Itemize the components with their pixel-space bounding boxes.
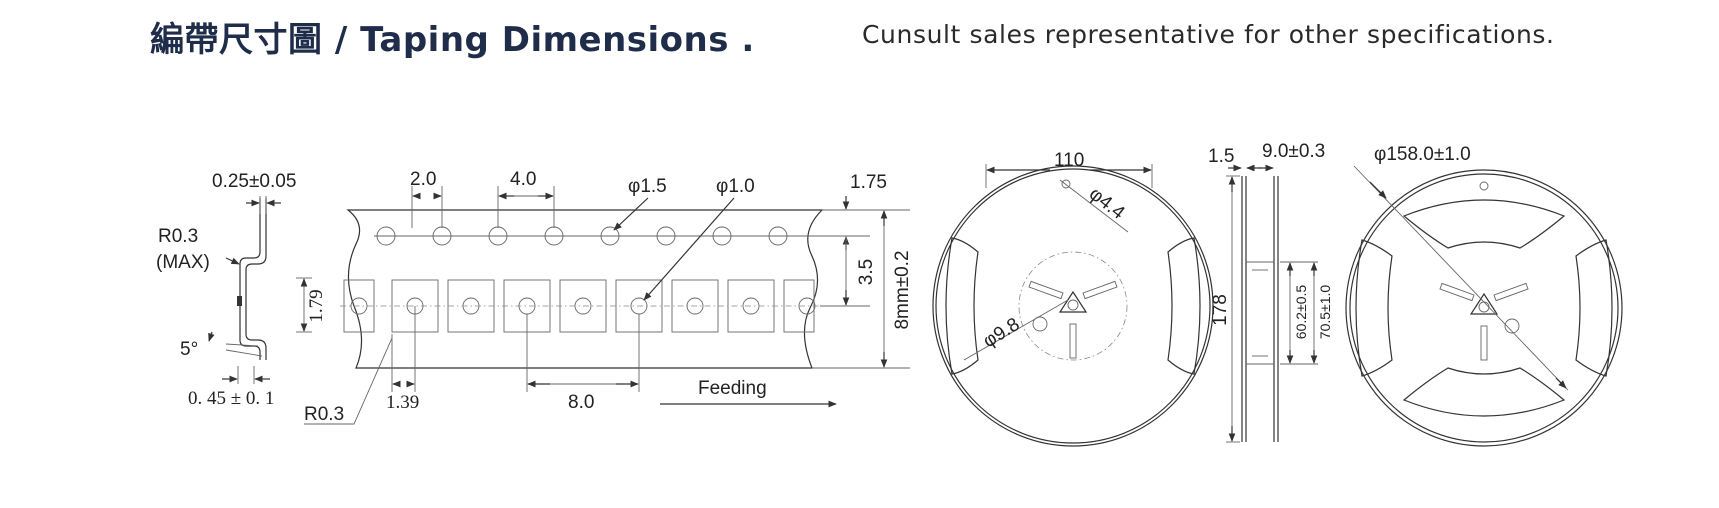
tape-pocket-width-label: 1.39 xyxy=(386,392,419,413)
tape-pocket-hole-label: φ1.0 xyxy=(716,176,755,197)
tape-corner-radius-label: R0.3 xyxy=(304,404,344,425)
reel-side-inner-width-label: 9.0±0.3 xyxy=(1262,141,1325,162)
terminal-angle-label: 5° xyxy=(180,339,198,360)
reel-front-hub-hole-label: φ9.8 xyxy=(980,314,1024,352)
tape-width-label: 8mm±0.2 xyxy=(892,250,913,329)
reel-side-height-label: 178 xyxy=(1210,294,1231,326)
tape-hole-diameter-label: φ1.5 xyxy=(628,176,667,197)
terminal-profile: 0.25±0.05 R0.3 (MAX) 1.79 5° 0. 45 ± 0. … xyxy=(156,171,327,409)
tape-hole-to-pocket-label: 2.0 xyxy=(410,169,436,190)
reel-front-small-hole-label: φ4.4 xyxy=(1085,183,1129,224)
carrier-tape: 2.0 4.0 φ1.5 φ1.0 1.75 3.5 8mm±0.2 R0.3 xyxy=(304,169,913,425)
tape-edge-to-hole-label: 1.75 xyxy=(850,172,887,193)
terminal-bend-radius-max-label: (MAX) xyxy=(156,252,210,273)
reel-side-flange-label: 1.5 xyxy=(1208,146,1234,167)
reel-side-hub-inner-label: 60.2±0.5 xyxy=(1293,285,1309,340)
reel-front-width-label: 110 xyxy=(1054,150,1084,171)
tape-hole-to-pocket-center-label: 3.5 xyxy=(856,259,877,285)
terminal-thickness-label: 0.25±0.05 xyxy=(212,171,296,192)
feeding-direction-label: Feeding xyxy=(698,378,767,399)
terminal-height-label: 1.79 xyxy=(306,289,327,322)
reel-side-view: 1.5 9.0±0.3 178 60.2±0.5 70.5±1.0 xyxy=(1208,141,1333,443)
specification-note: Cunsult sales representative for other s… xyxy=(862,20,1555,49)
tape-pocket-pitch-label: 8.0 xyxy=(568,392,594,413)
page-title: 編帶尺寸圖 / Taping Dimensions . xyxy=(150,20,755,60)
reel-back-view: φ158.0±1.0 xyxy=(1345,144,1623,447)
reel-side-hub-outer-label: 70.5±1.0 xyxy=(1317,285,1333,340)
reel-back-diameter-label: φ158.0±1.0 xyxy=(1374,144,1471,165)
reel-front-view: 110 φ4.4 φ9.8 xyxy=(932,150,1214,447)
terminal-foot-width-label: 0. 45 ± 0. 1 xyxy=(188,388,274,409)
tape-hole-pitch-label: 4.0 xyxy=(510,169,536,190)
terminal-bend-radius-label: R0.3 xyxy=(158,226,198,247)
